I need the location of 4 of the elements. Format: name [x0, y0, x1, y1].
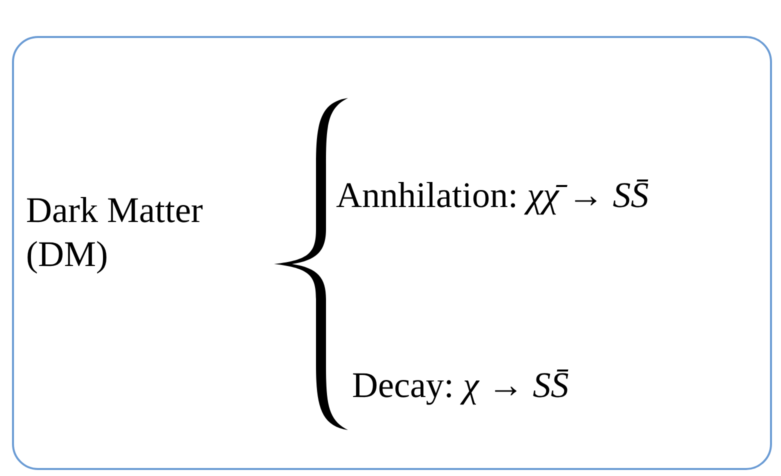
decay-text: Decay: χ → SS̄	[352, 364, 569, 407]
node-title: Dark Matter (DM)	[26, 189, 204, 276]
annihilation-text: Annhilation: χχ̄ → SS̄	[336, 174, 649, 217]
rounded-panel	[12, 36, 772, 470]
